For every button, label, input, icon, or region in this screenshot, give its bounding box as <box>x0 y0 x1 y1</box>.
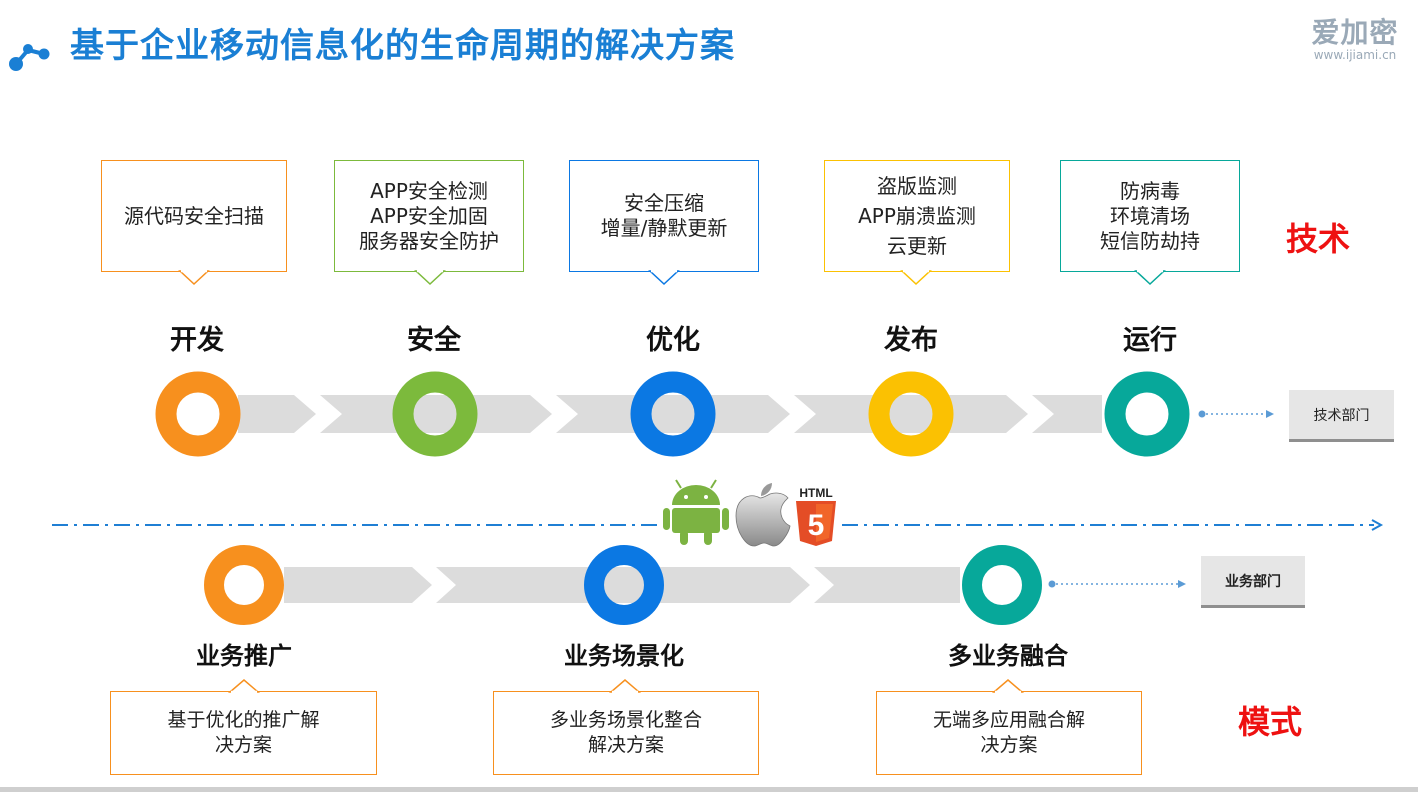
stage-label-release: 发布 <box>884 325 938 356</box>
brand-logo: 爱加密 www.ijiami.cn <box>1306 16 1404 63</box>
share-icon <box>9 44 50 71</box>
callout-fusion: 无端多应用融合解 决方案 <box>876 691 1142 775</box>
pointer-scenario <box>608 679 642 693</box>
ring-optimize <box>630 371 716 457</box>
tech-chevron-2 <box>320 395 552 433</box>
ring-promotion <box>204 545 284 625</box>
callout-optimize: 安全压缩 增量/静默更新 <box>569 160 759 272</box>
tech-chevron-1 <box>238 395 316 433</box>
pointer-optimize <box>648 270 680 286</box>
pointer-promotion <box>227 679 261 693</box>
footer-divider <box>0 787 1418 792</box>
logo-text: 爱加密 <box>1311 16 1399 49</box>
mode-chevron-1 <box>284 567 432 603</box>
pointer-fusion <box>991 679 1025 693</box>
tech-chevron-4 <box>794 395 1028 433</box>
mode-chevron-3 <box>814 567 960 603</box>
stage-label-optimize: 优化 <box>646 325 700 356</box>
page-title: 基于企业移动信息化的生命周期的解决方案 <box>70 26 735 66</box>
tech-connector <box>1198 410 1274 418</box>
tech-side-label: 技术 <box>1286 220 1351 258</box>
mode-chevron-2 <box>436 567 810 603</box>
apple-icon <box>735 483 791 547</box>
tech-chevrons <box>238 395 1102 433</box>
mode-connector <box>1048 580 1186 588</box>
pointer-dev <box>178 270 210 286</box>
mode-label-promotion: 业务推广 <box>196 642 292 670</box>
html5-text: HTML <box>799 486 832 500</box>
ring-scenario <box>584 545 664 625</box>
pointer-release <box>900 270 932 286</box>
stage-label-run: 运行 <box>1123 325 1177 356</box>
ring-run <box>1104 371 1190 457</box>
ring-release <box>868 371 954 457</box>
tech-chevron-3 <box>556 395 790 433</box>
tech-rings <box>155 371 1190 457</box>
callout-scenario: 多业务场景化整合 解决方案 <box>493 691 759 775</box>
callout-release: 盗版监测 APP崩溃监测 云更新 <box>824 160 1010 272</box>
tech-chevron-5 <box>1032 395 1102 433</box>
html5-icon: HTML 5 <box>796 486 836 546</box>
tech-dept-box: 技术部门 <box>1289 390 1394 442</box>
mode-side-label: 模式 <box>1238 703 1303 741</box>
ring-security <box>392 371 478 457</box>
callout-dev: 源代码安全扫描 <box>101 160 287 272</box>
pointer-run <box>1134 270 1166 286</box>
callout-run: 防病毒 环境清场 短信防劫持 <box>1060 160 1240 272</box>
mode-chevrons <box>284 567 960 603</box>
mode-label-scenario: 业务场景化 <box>564 642 684 670</box>
business-dept-box: 业务部门 <box>1201 556 1305 608</box>
ring-fusion <box>962 545 1042 625</box>
stage-label-security: 安全 <box>407 325 461 356</box>
html5-digit: 5 <box>808 509 825 542</box>
logo-url: www.ijiami.cn <box>1313 48 1397 62</box>
mode-label-fusion: 多业务融合 <box>948 642 1068 670</box>
ring-dev <box>155 371 241 457</box>
divider-arrow <box>52 519 1384 531</box>
stage-label-dev: 开发 <box>170 325 224 356</box>
callout-pointers <box>178 269 1166 694</box>
callout-promotion: 基于优化的推广解 决方案 <box>110 691 377 775</box>
mode-rings <box>204 545 1042 625</box>
android-icon <box>663 479 729 545</box>
pointer-security <box>414 270 446 286</box>
callout-security: APP安全检测 APP安全加固 服务器安全防护 <box>334 160 524 272</box>
